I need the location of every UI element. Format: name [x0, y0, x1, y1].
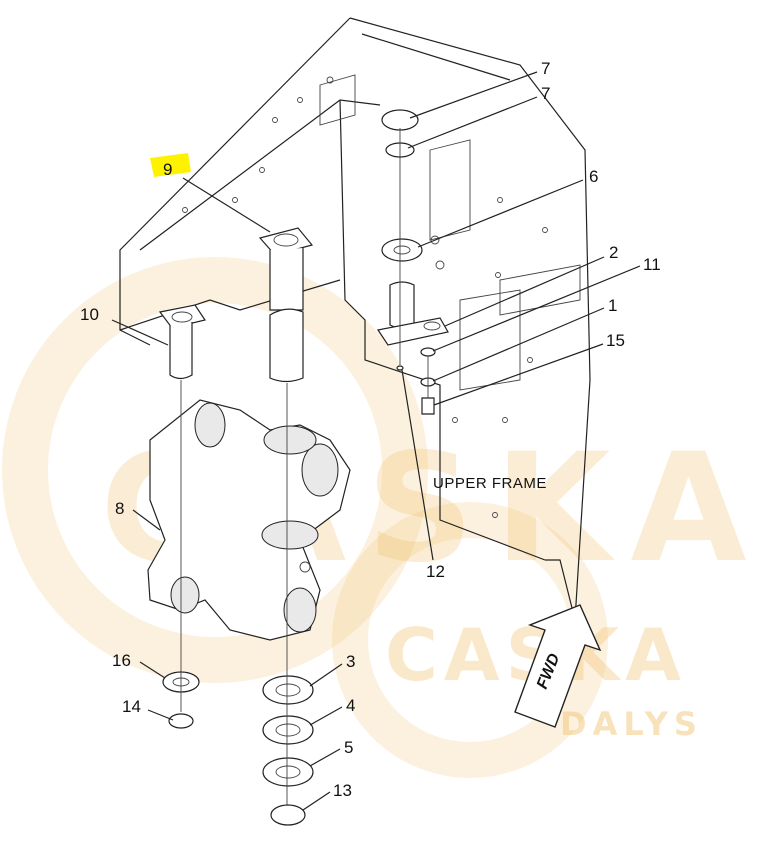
watermark-gear-ring	[2, 257, 428, 683]
frame-panel	[459, 289, 521, 391]
swing-bracket	[147, 399, 351, 641]
callout-6: 6	[589, 167, 598, 186]
pin-right-shaft	[389, 281, 415, 329]
watermark-sub: DALYS	[560, 705, 703, 743]
callout-8: 8	[115, 499, 124, 518]
frame-outline-right	[349, 17, 591, 621]
pin-10	[158, 304, 206, 380]
center-lines	[180, 128, 429, 805]
part-13-ring	[270, 804, 306, 826]
frame-tab	[319, 74, 356, 126]
callout-1: 1	[608, 296, 617, 315]
pin-10-flange	[158, 304, 206, 329]
leader-lines	[111, 71, 641, 811]
frame-bracket	[429, 139, 471, 241]
part-6-washer	[381, 238, 423, 262]
callout-7-lower: 7	[541, 84, 550, 103]
callout-3: 3	[346, 652, 355, 671]
frame-outline-left	[119, 17, 351, 346]
part-2-plate	[377, 317, 449, 346]
part-7-cap	[381, 109, 419, 131]
upper-frame-label: UPPER FRAME	[433, 475, 547, 492]
part-14-ring	[168, 713, 194, 729]
callout-2: 2	[609, 243, 618, 262]
fwd-arrow: FWD	[514, 604, 602, 728]
pin-9-upper	[269, 248, 304, 311]
callouts: 7 7 6 2 11 1 15 9 10 8 12 16 14 3 4 5 13	[80, 59, 661, 800]
callout-15: 15	[606, 331, 625, 350]
callout-12: 12	[426, 562, 445, 581]
callout-10: 10	[80, 305, 99, 324]
part-12-fitting	[396, 365, 404, 371]
part-4-shim	[262, 715, 314, 745]
frame-edge	[361, 33, 511, 81]
pin-9-lower	[269, 308, 304, 383]
callout-9: 9	[163, 160, 172, 179]
watermark-logo: CASKA CASKA DALYS	[2, 257, 747, 778]
callout-4: 4	[346, 696, 355, 715]
frame-plate	[499, 264, 581, 316]
part-11-washer	[420, 347, 436, 357]
callout-11: 11	[643, 255, 661, 274]
pin-10-shaft	[169, 322, 193, 380]
fwd-arrow-shape	[514, 604, 602, 728]
callout-13: 13	[333, 781, 352, 800]
callout-7-upper: 7	[541, 59, 550, 78]
part-15-bolt	[421, 397, 435, 415]
part-5-shim	[262, 757, 314, 787]
lower-washers	[162, 671, 314, 826]
callout-9-highlight	[150, 153, 191, 177]
callout-14: 14	[122, 697, 141, 716]
callout-16: 16	[112, 651, 131, 670]
frame-ridge	[139, 99, 381, 251]
frame-face	[339, 99, 546, 561]
callout-5: 5	[344, 738, 353, 757]
pin-9	[258, 227, 314, 383]
part-3-shim	[262, 675, 314, 705]
